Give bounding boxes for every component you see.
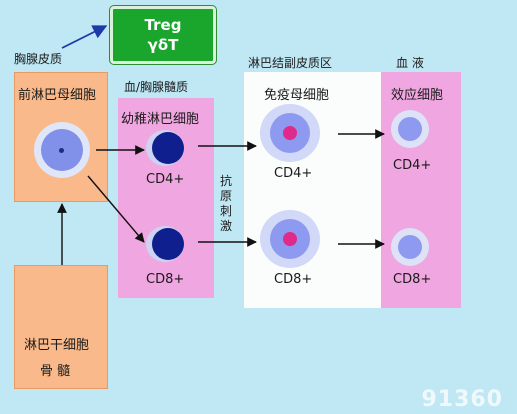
immunoblast-title: 免疫母细胞 <box>264 88 330 103</box>
immature-cd8-label: CD8+ <box>146 272 185 287</box>
blood-label: 血 液 <box>396 56 424 70</box>
gdt-label: γδT <box>147 36 179 54</box>
antigen-char-1: 抗 <box>219 174 232 188</box>
immunoblast-cd8-label: CD8+ <box>274 272 313 287</box>
watermark: 91360 <box>421 387 503 412</box>
immunoblast-cd4-nucleus <box>283 126 297 140</box>
thymic-cortex-label: 胸腺皮质 <box>14 52 63 66</box>
effector-cell-box <box>381 72 461 308</box>
effector-cd4-inner <box>398 117 422 141</box>
arrow-pre-to-cd8 <box>87 175 145 243</box>
arrow-to-treg <box>61 25 108 49</box>
antigen-char-4: 激 <box>219 219 232 233</box>
stem-cell-box <box>14 265 108 389</box>
immature-cd4-label: CD4+ <box>146 172 185 187</box>
antigen-char-3: 刺 <box>219 204 232 218</box>
pre-lymphoblast-title: 前淋巴母细胞 <box>18 88 97 103</box>
pre-lymphoblast-dot <box>59 148 64 153</box>
effector-cd8-label: CD8+ <box>393 272 432 287</box>
immature-cd4-nucleus <box>152 132 184 164</box>
immature-cd8-nucleus <box>152 228 184 260</box>
blood-thymic-medulla-label: 血/胸腺髓质 <box>124 80 189 94</box>
lymph-node-box <box>244 72 381 308</box>
antigen-stimulation-label: 抗 原 刺 激 <box>219 174 233 234</box>
immunoblast-cd4-label: CD4+ <box>274 166 313 181</box>
effector-cd4-label: CD4+ <box>393 158 432 173</box>
treg-gdt-tag: Treg γδT <box>110 6 216 64</box>
lymph-node-paracortex-label: 淋巴结副皮质区 <box>248 56 333 70</box>
treg-label: Treg <box>144 16 182 34</box>
bone-marrow-title: 骨 髓 <box>40 364 71 379</box>
immature-lymphocyte-title: 幼稚淋巴细胞 <box>121 112 200 127</box>
antigen-char-2: 原 <box>219 189 232 203</box>
effector-cd8-inner <box>398 235 422 259</box>
immunoblast-cd8-nucleus <box>283 232 297 246</box>
effector-cell-title: 效应细胞 <box>391 88 444 103</box>
stem-cell-title: 淋巴干细胞 <box>24 338 90 353</box>
